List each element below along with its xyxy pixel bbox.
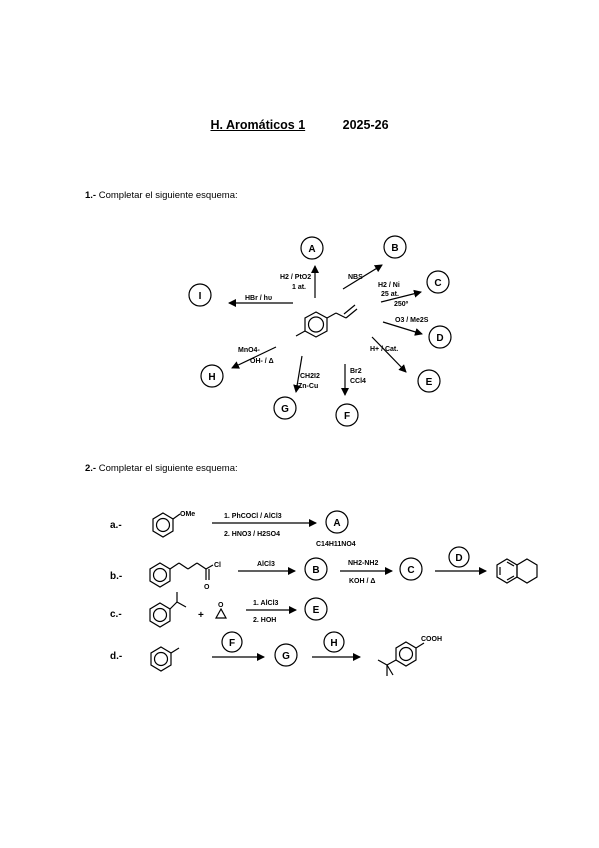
reagent-b: NBS [348,274,363,281]
svg-text:B: B [312,565,319,576]
product-circle-f: F [335,403,359,427]
reagent-circle-h2: H [323,631,345,653]
product-circle-a: A [300,236,324,260]
row-b-cond1: AlCl3 [257,561,275,568]
scheme-1: H2 / PtO2 1 at. NBS H2 / Ni 25 at. 250º … [188,235,452,427]
arrow-to-g [293,355,303,393]
reagent-g-line2: Zn-Cu [298,383,318,390]
svg-text:F: F [344,411,350,422]
product-circle-b: B [383,235,407,259]
arrow-to-c [380,289,422,303]
product-circle-h: H [200,364,224,388]
row-c-cond1: 1. AlCl3 [253,600,279,607]
reagent-h-line2: OH- / Δ [250,358,274,365]
epoxide-structure [214,607,228,619]
svg-text:F: F [229,638,235,649]
product-circle-i: I [188,283,212,307]
row-a: a.- OMe 1. PhCOCl / AlCl3 2. HNO3 / H2SO… [110,510,356,548]
row-b-cond2b: KOH / Δ [349,578,375,585]
arrow-to-b [342,264,383,290]
central-molecule [295,304,358,338]
svg-text:A: A [333,518,340,529]
question-2-text: Completar el siguiente esquema: [98,463,238,474]
page-title: H. Aromáticos 1 2025-26 [0,118,599,132]
reagent-c-line1: H2 / Ni [378,282,400,289]
reagent-circle-f2: F [221,631,243,653]
svg-text:G: G [282,651,290,662]
product-circle-e: E [417,369,441,393]
reagent-h-line1: MnO4- [238,347,260,354]
row-b-cond2a: NH2-NH2 [348,560,378,567]
product-circle-b2: B [304,557,328,581]
product-circle-d: D [428,325,452,349]
row-b: b.- Cl O AlCl3 B NH2-NH2 KOH / Δ C D [110,546,538,591]
arrow-to-h [231,346,277,369]
arrow-to-e [371,336,407,373]
row-c-label: c.- [110,609,122,620]
product-circle-c2: C [399,557,423,581]
svg-text:H: H [208,372,215,383]
document-year: 2025-26 [342,118,389,132]
epoxide-oxygen-label: O [218,602,224,609]
anisole-structure [152,512,181,538]
svg-text:G: G [281,404,289,415]
tetralin-structure [496,558,538,584]
reagent-e: H+ / Cat. [370,346,398,353]
row-c: c.- + O 1. AlCl3 2. HOH E [110,592,328,628]
row-d-label: d.- [110,651,122,662]
svg-text:A: A [308,244,315,255]
carbonyl-oxygen-label: O [204,584,210,591]
scheme-2: a.- OMe 1. PhCOCl / AlCl3 2. HNO3 / H2SO… [110,510,538,676]
product-circle-a2: A [325,510,349,534]
benzoic-acid-substituent: COOH [421,636,442,643]
reagent-a-line2: 1 at. [292,284,306,291]
svg-text:E: E [426,377,433,388]
product-circle-e2: E [304,597,328,621]
acyl-chloride-structure [149,562,214,588]
reagent-a-line1: H2 / PtO2 [280,274,311,281]
question-1-text: Completar el siguiente esquema: [98,190,238,201]
row-b-label: b.- [110,571,122,582]
row-a-formula: C14H11NO4 [316,541,356,548]
row-a-cond2: 2. HNO3 / H2SO4 [224,531,280,538]
reagent-d: O3 / Me2S [395,317,429,324]
svg-text:D: D [436,333,443,344]
row-c-plus: + [198,610,204,621]
question-1-number: 1.- [85,190,97,201]
svg-text:B: B [391,243,398,254]
question-2-heading: 2.- Completar el siguiente esquema: [85,463,238,474]
toluene-structure [150,646,180,672]
row-a-label: a.- [110,520,122,531]
product-circle-c: C [426,270,450,294]
acyl-chloride-substituent: Cl [214,562,221,569]
question-1-heading: 1.- Completar el siguiente esquema: [85,190,238,201]
row-a-cond1: 1. PhCOCl / AlCl3 [224,513,282,520]
reagent-f-line1: Br2 [350,368,362,375]
svg-text:E: E [313,605,320,616]
row-c-cond2: 2. HOH [253,617,276,624]
product-circle-g: G [273,396,297,420]
anisole-substituent: OMe [180,511,195,518]
row-d: d.- F G H COOH [110,631,442,676]
document-title: H. Aromáticos 1 [210,118,306,132]
reagent-f-line2: CCl4 [350,378,366,385]
svg-text:C: C [407,565,414,576]
question-2-number: 2.- [85,463,97,474]
svg-text:D: D [455,553,462,564]
svg-text:H: H [330,638,337,649]
svg-text:I: I [199,291,202,302]
cumene-structure [149,592,187,628]
reagent-g-line1: CH2I2 [300,373,320,380]
reagent-i: HBr / hυ [245,295,272,302]
reagent-circle-d2: D [448,546,470,568]
reagent-c-line3: 250º [394,301,409,308]
reagent-c-line2: 25 at. [381,291,399,298]
tbutyl-benzoic-acid-structure [377,641,425,676]
product-circle-g2: G [274,643,298,667]
arrow-to-d [382,321,423,336]
svg-text:C: C [434,278,441,289]
